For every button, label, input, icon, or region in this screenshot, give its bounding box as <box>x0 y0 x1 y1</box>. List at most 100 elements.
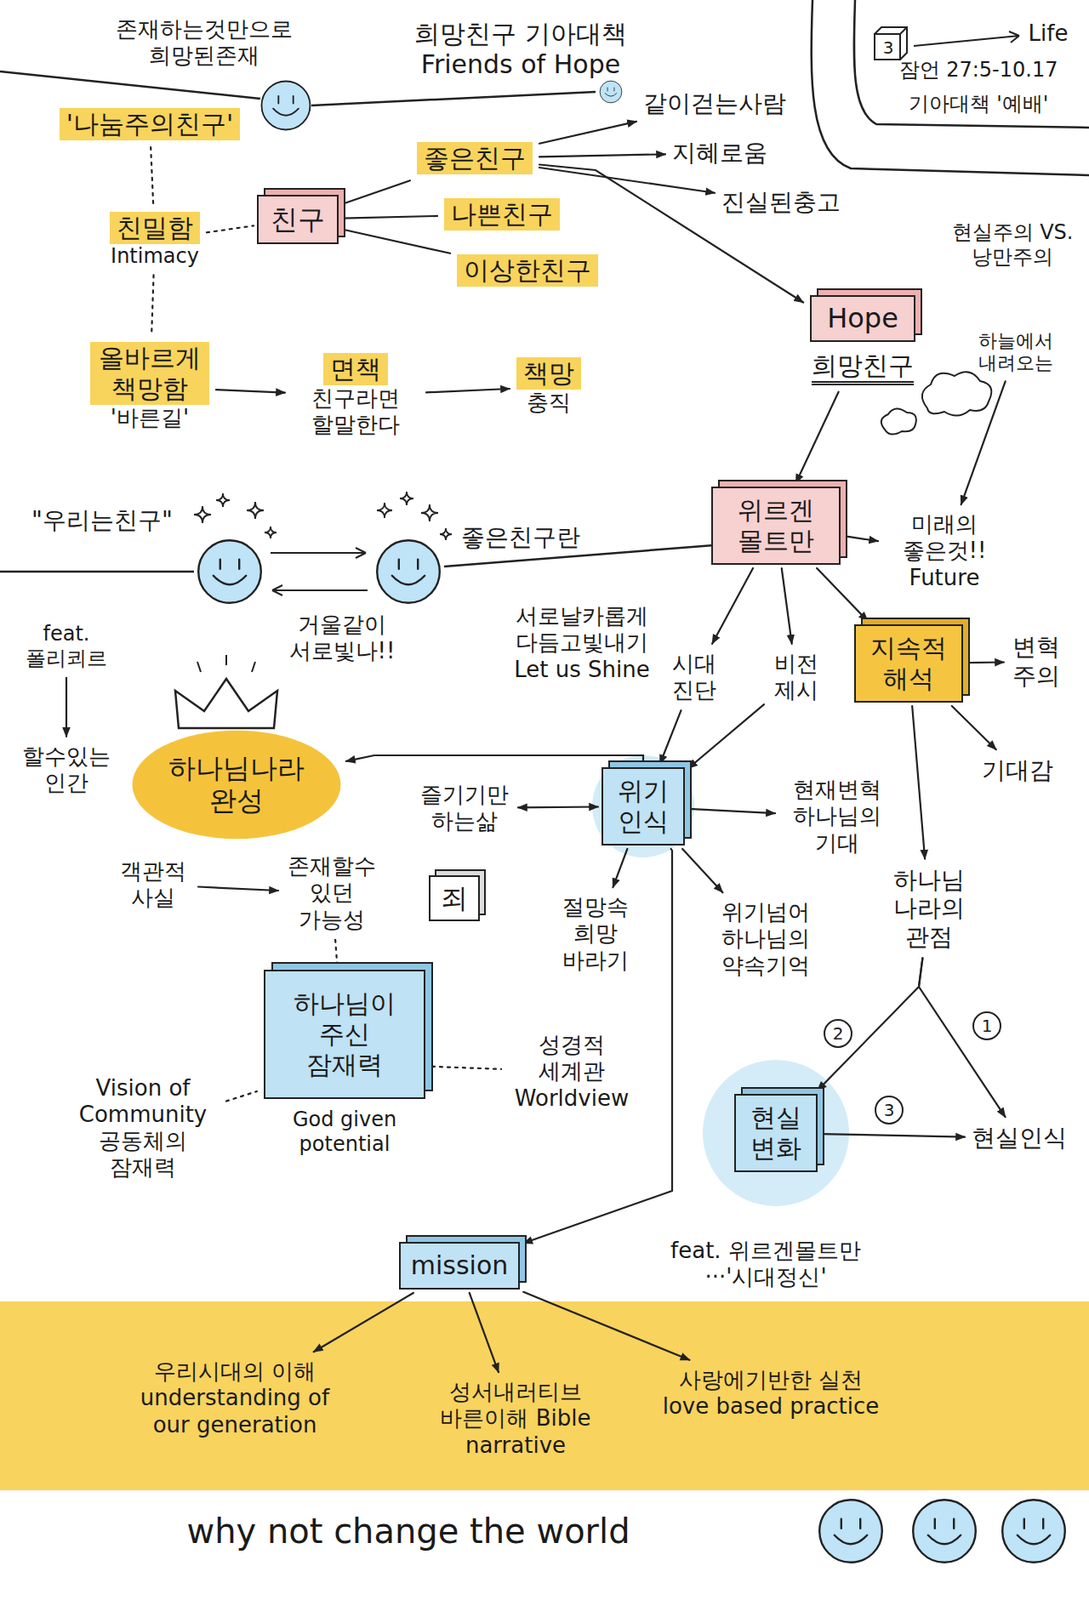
highlighted-term: 책망충직 <box>513 353 585 420</box>
smiley <box>198 540 262 604</box>
highlighted-term: 좋은친구 <box>413 138 536 178</box>
node-text: 친밀함 <box>109 211 200 245</box>
text-node: 하늘에서 내려오는 <box>969 326 1062 379</box>
node-text: 사랑에기반한 실천 love based practice <box>660 1367 882 1420</box>
text-node: 성서내러티브 바른이해 Bible narrative <box>405 1375 626 1463</box>
node-text: Hope <box>809 295 916 342</box>
connector <box>660 710 682 765</box>
node-text: 비전 제시 <box>770 650 822 704</box>
node-text: 위르겐 몰트만 <box>724 495 827 557</box>
text-node: 위기넘어 하나님의 약속기억 <box>715 895 816 983</box>
node-text: 지속적 해석 <box>866 632 952 695</box>
node-text: 변혁 주의 <box>1010 632 1062 690</box>
concept-box: 위기 인식 <box>601 767 685 846</box>
node-text: 시대 진단 <box>668 650 720 704</box>
highlighted-term: 친밀함Intimacy <box>106 208 204 273</box>
node-text: 객관적 사실 <box>114 858 192 912</box>
highlighted-term: 나쁜친구 <box>440 194 564 234</box>
node-text: 이상한친구 <box>456 254 599 287</box>
concept-box: 친구 <box>256 194 339 245</box>
node-text: 하늘에서 내려오는 <box>973 330 1059 376</box>
connector <box>206 225 254 233</box>
node-text: Intimacy <box>110 244 200 269</box>
node-text: 같이걷는사람 <box>643 89 787 119</box>
annotation: why not change the world <box>186 1510 630 1552</box>
sparkle <box>193 491 452 541</box>
smiley <box>1002 1499 1066 1563</box>
cube-icon <box>874 27 907 60</box>
connector <box>342 180 411 205</box>
connector <box>469 1293 499 1373</box>
connector <box>821 1134 965 1138</box>
connector <box>843 535 879 542</box>
connector <box>151 274 154 336</box>
concept-box: mission <box>399 1242 521 1290</box>
connector <box>961 381 1006 505</box>
connector <box>795 392 839 484</box>
arrow-line <box>272 585 368 596</box>
node-text: 죄 <box>440 882 468 915</box>
text-node: 성경적 세계관 Worldview <box>504 1028 639 1116</box>
smiley <box>261 80 310 130</box>
callout-number: 2 <box>823 1019 853 1049</box>
annotation: feat. 위르겐몰트만 ···'시대정신' <box>625 1237 907 1291</box>
node-text: 책망 <box>516 357 582 390</box>
text-node: 변혁 주의 <box>1007 629 1066 694</box>
text-node: 즐기기만 하는삶 <box>414 778 515 839</box>
text-node: 할수있는 인간 <box>11 740 121 800</box>
node-text: 위기 인식 <box>613 775 673 838</box>
connector <box>612 849 628 888</box>
text-node: 같이걷는사람 <box>639 85 790 122</box>
annotation: 거울같이 서로빛나!! <box>273 611 411 665</box>
connector <box>346 755 644 765</box>
kingdom-ellipse: 하나님나라 완성 <box>130 728 343 842</box>
text-node: 비전 제시 <box>767 647 826 707</box>
connector <box>198 887 279 891</box>
connector <box>712 568 753 645</box>
connector <box>313 1293 414 1352</box>
concept-box: 죄 <box>428 875 480 922</box>
annotation: 좋은친구란 <box>461 523 581 553</box>
highlighted-term: 이상한친구 <box>453 250 602 291</box>
node-text: 면책 <box>323 353 388 386</box>
crown <box>175 678 278 729</box>
arrow-line <box>913 31 1020 46</box>
node-text: 하나님나라 완성 <box>164 752 309 818</box>
concept-box: 현실 변화 <box>734 1094 818 1173</box>
connector <box>65 678 68 737</box>
node-text: 나쁜친구 <box>444 198 560 231</box>
node-text: 우리시대의 이해 understanding of our generation <box>119 1358 350 1439</box>
road-line <box>854 0 1089 128</box>
node-text: 존재할수 있던 가능성 <box>285 853 379 934</box>
connector <box>539 121 637 144</box>
node-text: 즐기기만 하는삶 <box>417 781 512 835</box>
connector <box>817 957 924 1091</box>
node-text: 기대감 <box>981 756 1054 786</box>
cloud <box>922 371 992 416</box>
connector <box>226 1091 257 1102</box>
node-text: 희망친구 <box>811 350 914 386</box>
text-node: 우리시대의 이해 understanding of our generation <box>116 1355 354 1443</box>
cloud <box>881 408 917 434</box>
text-node: 지혜로움 <box>668 135 771 172</box>
node-text: '나눔주의친구' <box>59 108 241 141</box>
flow-line <box>0 71 261 99</box>
text-node: feat. 폴리쾨르 <box>11 618 121 675</box>
node-text: feat. 폴리쾨르 <box>15 621 118 672</box>
text-node: 존재할수 있던 가능성 <box>281 849 383 937</box>
node-text: 할수있는 인간 <box>15 743 118 797</box>
diagram-title: 희망친구 기아대책 Friends of Hope <box>397 18 645 80</box>
text-node: 현재변혁 하나님의 기대 <box>778 773 896 861</box>
ellipse-fill <box>132 729 342 839</box>
connector <box>682 849 723 893</box>
node-text: 좋은친구 <box>416 142 533 175</box>
highlighted-term: 올바르게 책망함'바른길' <box>86 338 213 435</box>
smiley <box>819 1499 883 1563</box>
node-text: mission <box>410 1250 509 1282</box>
connector <box>523 1292 690 1361</box>
node-text: 친구 <box>270 203 325 236</box>
connector <box>150 147 154 206</box>
annotation: "우리는친구" <box>31 506 173 536</box>
connector <box>342 229 451 254</box>
